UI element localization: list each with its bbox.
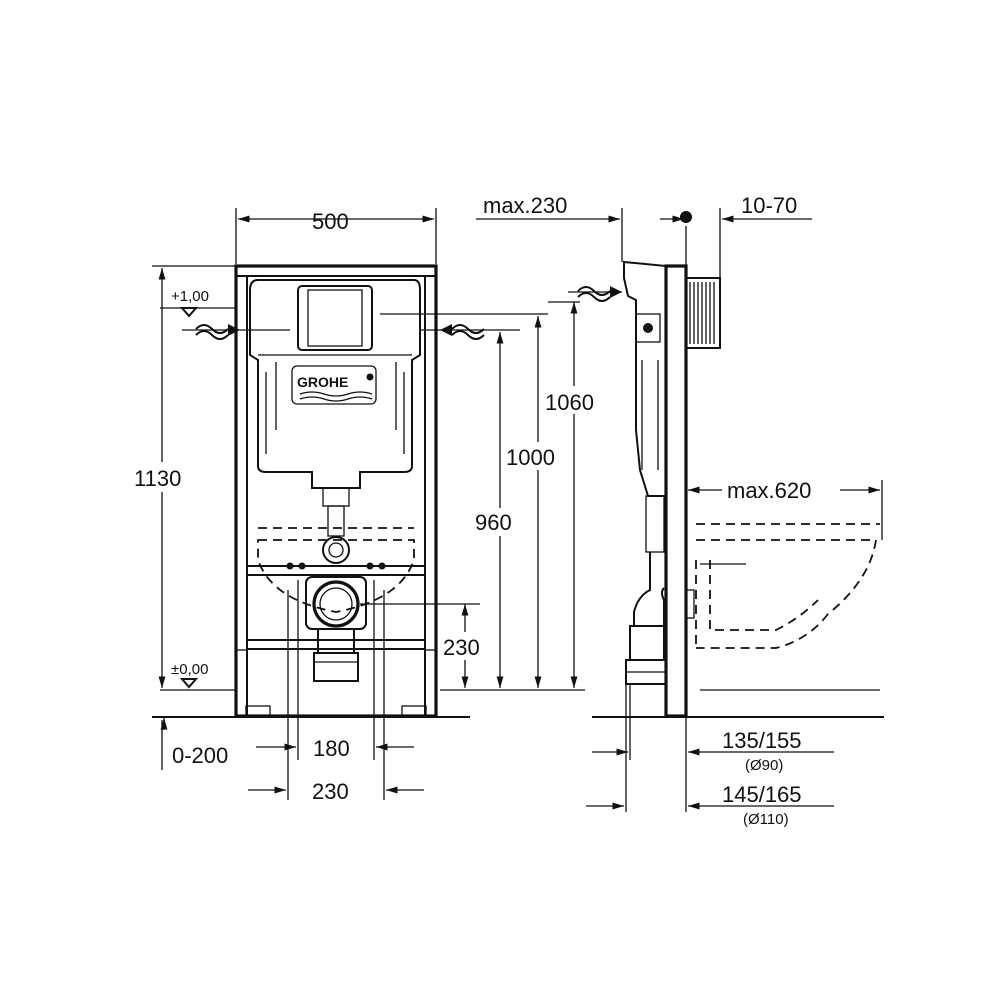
wc-bowl-icon [257, 527, 415, 613]
cistern-icon: GROHE [249, 279, 421, 564]
dim-foot-adjust: 0-200 [172, 743, 228, 768]
drain-pipe [286, 562, 386, 682]
dim-230-bottom: 230 [312, 779, 349, 804]
wall-anchor [685, 277, 721, 349]
dim-width-500: 500 [312, 209, 349, 234]
dim-height-1130: 1130 [134, 466, 181, 491]
side-water-inlet-icon [577, 286, 611, 296]
level-top-label: +1,00 [171, 288, 209, 305]
brand-logo: GROHE [297, 374, 348, 390]
dim-max-230: max.230 [483, 193, 567, 218]
side-cistern [623, 260, 667, 685]
front-view: GROHE [128, 208, 608, 804]
dim-d90: (Ø90) [745, 757, 783, 774]
dim-1000: 1000 [506, 445, 555, 470]
dim-145-165: 145/165 [722, 782, 802, 807]
mounting-frame [234, 264, 438, 718]
dim-max-620: max.620 [727, 478, 811, 503]
dim-d110: (Ø110) [743, 811, 789, 828]
dim-10-70: 10-70 [741, 193, 797, 218]
dim-1060: 1060 [545, 390, 594, 415]
dim-135-155: 135/155 [722, 728, 802, 753]
center-mark-icon [680, 211, 692, 223]
wall-profile [664, 264, 688, 718]
dim-180: 180 [313, 736, 350, 761]
dim-230-drain: 230 [443, 635, 480, 660]
dim-960: 960 [475, 510, 512, 535]
level-floor-label: ±0,00 [171, 661, 208, 678]
side-view: max.230 10-70 max.620 135/155 (Ø90) 145/… [476, 193, 884, 828]
level-marker-icon [160, 307, 236, 691]
water-inlet-icon [182, 313, 548, 340]
side-wc-bowl-icon [695, 523, 880, 649]
